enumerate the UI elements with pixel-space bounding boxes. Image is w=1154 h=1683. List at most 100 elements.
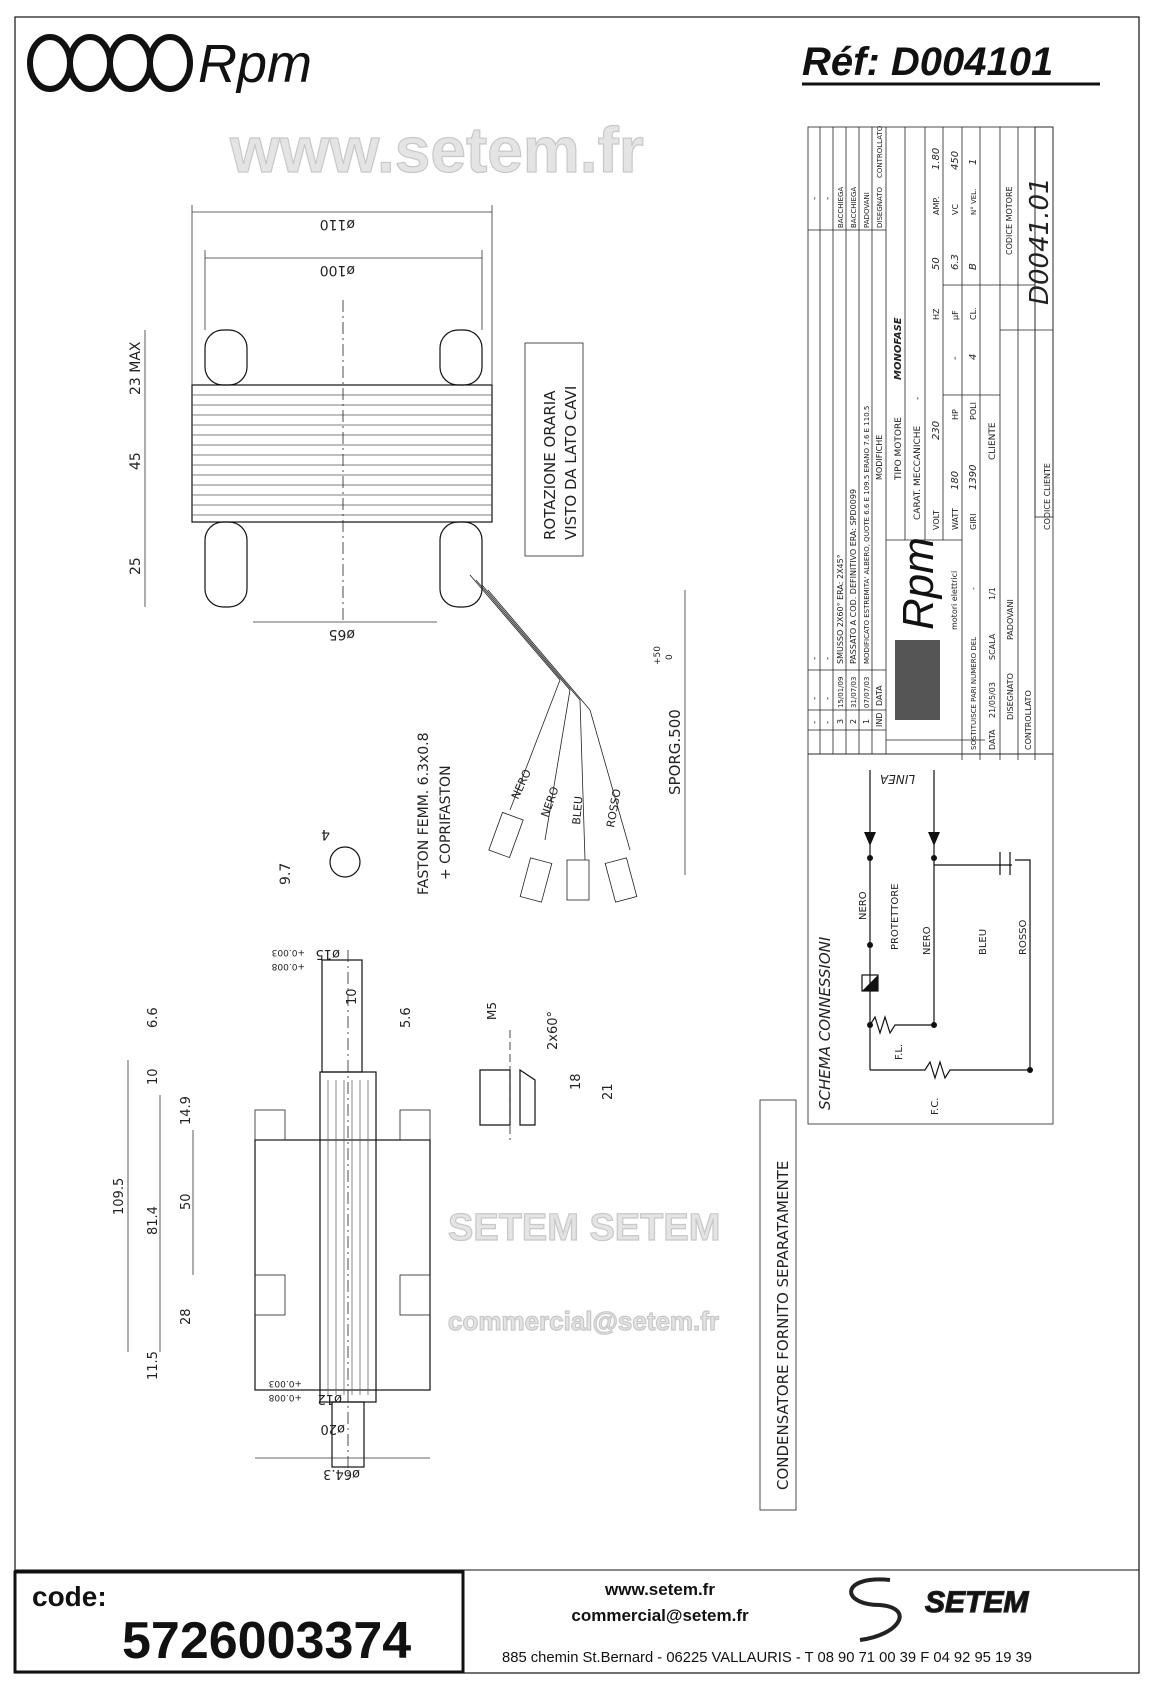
svg-text:-: - (810, 657, 820, 660)
revision-header: IND DATA MODIFICHE DISEGNATO CONTROLLATO (875, 125, 884, 727)
svg-text:IND: IND (875, 712, 884, 727)
svg-text:PASSATO A COD. DEFINITIVO ERA:: PASSATO A COD. DEFINITIVO ERA: SPD0099 (849, 489, 858, 664)
svg-text:NERO: NERO (509, 767, 534, 801)
spec-row: WATT 180 HP - µF 6.3 VC 450 (950, 151, 961, 530)
svg-text:SMUSSO 2X60° ERA: 2X45°: SMUSSO 2X60° ERA: 2X45° (836, 554, 845, 664)
svg-text:CLIENTE: CLIENTE (988, 422, 998, 460)
svg-text:+0.008: +0.008 (268, 1392, 302, 1402)
svg-text:BLEU: BLEU (570, 796, 585, 826)
svg-text:-: - (810, 721, 820, 724)
svg-text:CL.: CL. (969, 307, 978, 320)
svg-text:180: 180 (950, 471, 961, 490)
svg-text:SCHEMA CONNESSIONI: SCHEMA CONNESSIONI (816, 936, 834, 1110)
svg-text:DISEGNATO: DISEGNATO (1006, 673, 1015, 720)
svg-text:GIRI: GIRI (969, 514, 978, 530)
shaft-end-detail: M5 2x60° 18 21 (479, 1002, 616, 1140)
svg-text:+0.003: +0.003 (272, 947, 305, 957)
svg-text:1/1: 1/1 (988, 587, 997, 600)
svg-text:VISTO DA LATO CAVI: VISTO DA LATO CAVI (562, 386, 580, 540)
svg-text:BACCHIEGA: BACCHIEGA (850, 187, 858, 228)
svg-text:-: - (810, 697, 820, 700)
svg-text:-: - (823, 697, 833, 700)
code-box (13, 1570, 465, 1674)
spec-row: VOLT 230 HZ 50 AMP. 1.80 (931, 148, 942, 530)
svg-text:SETEM: SETEM (925, 1586, 1029, 1619)
svg-text:WATT: WATT (951, 508, 960, 530)
watermark-email: commercial@setem.fr (448, 1306, 719, 1336)
svg-text:-: - (913, 397, 923, 400)
svg-text:MODIFICHE: MODIFICHE (875, 435, 884, 480)
rotation-note: ROTAZIONE ORARIA (541, 390, 559, 540)
svg-text:1: 1 (862, 719, 871, 724)
title-block: - - - - - - - - 3 15/01/09 SMUSSO 2X60° … (807, 125, 1055, 760)
svg-text:CODICE CLIENTE: CODICE CLIENTE (1043, 463, 1052, 530)
svg-text:VC: VC (951, 204, 960, 215)
connection-schema: SCHEMA CONNESSIONI LINEA NERO PROTETTORE… (807, 753, 1054, 1125)
email-link[interactable]: commercial@setem.fr (571, 1606, 749, 1625)
svg-text:-: - (950, 356, 961, 360)
svg-text:10: 10 (146, 1068, 161, 1085)
side-dimensions: 10 14.9 109.5 81.4 50 28 11.5 (112, 1060, 194, 1380)
svg-text:-: - (810, 197, 820, 200)
faston-note: FASTON FEMM. 6.3x0.8 (416, 733, 432, 896)
svg-text:VOLT: VOLT (932, 510, 941, 530)
svg-text:109.5: 109.5 (112, 1178, 127, 1215)
svg-text:NERO: NERO (539, 785, 562, 819)
svg-text:HP: HP (951, 409, 960, 420)
revision-row: 3 15/01/09 SMUSSO 2X60° ERA: 2X45° BACCH… (836, 187, 845, 724)
svg-text:TIPO MOTORE: TIPO MOTORE (894, 417, 904, 481)
svg-text:-: - (823, 721, 833, 724)
watermark: www.setem.fr SETEM SETEM commercial@sete… (228, 113, 721, 1336)
svg-text:POLI: POLI (969, 402, 978, 420)
watermark-brand: SETEM SETEM (448, 1207, 720, 1249)
svg-text:450: 450 (950, 151, 961, 170)
svg-text:Rpm: Rpm (894, 537, 943, 630)
watermark-url: www.setem.fr (229, 114, 644, 186)
svg-text:230: 230 (931, 421, 942, 440)
website-link[interactable]: www.setem.fr (604, 1580, 715, 1599)
svg-text:F.L.: F.L. (894, 1044, 905, 1060)
svg-text:21: 21 (601, 1083, 616, 1100)
svg-text:AMP.: AMP. (932, 197, 941, 216)
svg-text:1.80: 1.80 (931, 148, 942, 170)
svg-text:+50: +50 (653, 646, 663, 665)
swoosh-icon (849, 1577, 902, 1642)
svg-text:HZ: HZ (932, 308, 941, 320)
svg-text:6.6: 6.6 (146, 1007, 161, 1028)
capacitor-note: CONDENSATORE FORNITO SEPARATAMENTE (774, 1161, 792, 1490)
svg-text:motori elettrici: motori elettrici (950, 571, 959, 630)
svg-text:50: 50 (931, 257, 942, 270)
svg-text:-: - (969, 587, 978, 590)
svg-text:DATA: DATA (875, 685, 884, 706)
spec-row: GIRI 1390 POLI 4 CL. B N° VEL. 1 (968, 159, 979, 530)
svg-text:F.C.: F.C. (930, 1098, 941, 1116)
page-border (14, 16, 1140, 1674)
svg-text:14.9: 14.9 (179, 1096, 194, 1125)
svg-text:N° VEL.: N° VEL. (970, 189, 978, 215)
svg-text:PADOVANI: PADOVANI (863, 192, 871, 228)
revision-row: - - - - (823, 197, 833, 724)
svg-text:ROSSO: ROSSO (1018, 919, 1029, 955)
svg-text:MONOFASE: MONOFASE (893, 317, 904, 380)
wire-labels: NERO NERO BLEU ROSSO (488, 767, 638, 903)
svg-text:CONTROLLATO: CONTROLLATO (876, 125, 884, 178)
svg-text:BLEU: BLEU (978, 929, 989, 955)
rotor-side-view (254, 950, 431, 1480)
svg-text:ø12: ø12 (318, 1391, 343, 1406)
rpm-small-logo: Rpm motori elettrici (894, 537, 959, 720)
svg-text:CODICE MOTORE: CODICE MOTORE (1005, 186, 1014, 255)
svg-text:ROSSO: ROSSO (604, 788, 624, 829)
svg-text:6.3: 6.3 (950, 254, 961, 270)
revision-row: - - - - (810, 197, 820, 724)
svg-text:ø65: ø65 (329, 626, 355, 642)
svg-text:+0.008: +0.008 (271, 961, 305, 971)
svg-text:-: - (823, 657, 833, 660)
svg-text:PROTETTORE: PROTETTORE (890, 884, 901, 950)
svg-text:9.7: 9.7 (278, 863, 294, 885)
reference-number: Réf: D004101 (802, 40, 1053, 84)
svg-text:45: 45 (128, 452, 144, 470)
svg-text:1: 1 (968, 159, 979, 165)
svg-text:PADOVANI: PADOVANI (1006, 599, 1015, 640)
motor-code: D0041.01 (1025, 177, 1055, 305)
